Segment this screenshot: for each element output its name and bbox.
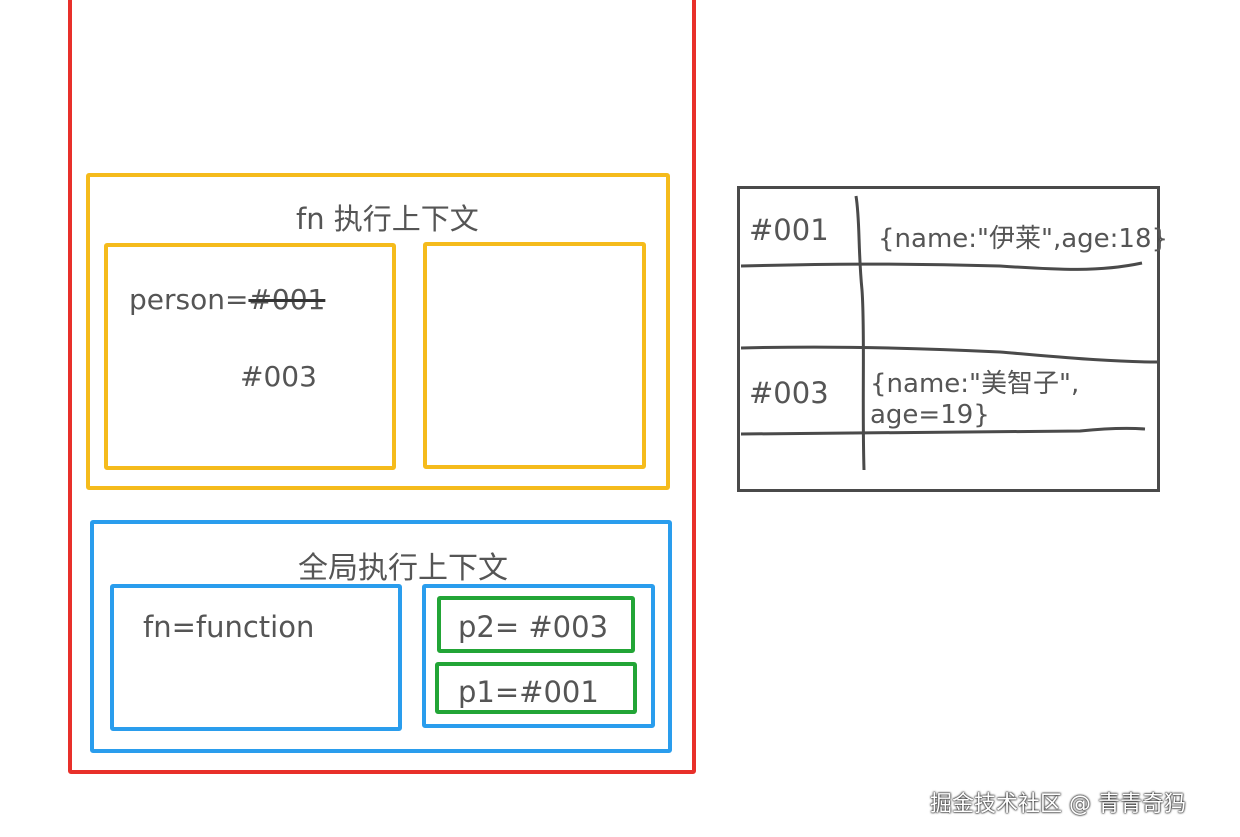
- global-context-title: 全局执行上下文: [298, 551, 508, 586]
- fn-execution-context: [86, 173, 670, 490]
- fn-variable-object-box: [104, 243, 396, 470]
- p1-variable: p1=#001: [458, 675, 599, 709]
- heap-address-001: #001: [749, 213, 829, 247]
- call-stack-frame: [68, 0, 696, 774]
- heap-row-divider-3: [740, 426, 1146, 436]
- fn-scope-box: [423, 242, 646, 469]
- global-execution-context: [90, 520, 672, 753]
- watermark: 掘金技术社区 @ 青青奇犸: [930, 792, 1186, 817]
- global-scope-box: [422, 584, 655, 728]
- heap-row-divider-1: [740, 261, 1143, 271]
- person-variable: person=#001: [129, 283, 325, 316]
- heap-row-divider-2: [740, 345, 1159, 364]
- p1-variable-box: [435, 662, 637, 714]
- heap-address-003: #003: [749, 376, 829, 410]
- p2-variable-box: [437, 596, 635, 653]
- fn-function-variable: fn=function: [143, 610, 315, 644]
- person-old-reference: #001: [248, 283, 326, 316]
- heap-column-divider: [854, 195, 866, 471]
- global-variable-box: [110, 584, 402, 731]
- p2-variable: p2= #003: [458, 610, 609, 644]
- fn-context-title: fn 执行上下文: [296, 202, 479, 236]
- person-label: person=: [129, 283, 249, 316]
- heap-object-001: {name:"伊莱",age:18}: [878, 224, 1169, 254]
- heap-object-003-line-1: {name:"美智子",: [870, 369, 1080, 399]
- person-new-reference: #003: [240, 360, 317, 393]
- heap-memory: [737, 186, 1160, 492]
- heap-object-003-line-2: age=19}: [870, 400, 990, 430]
